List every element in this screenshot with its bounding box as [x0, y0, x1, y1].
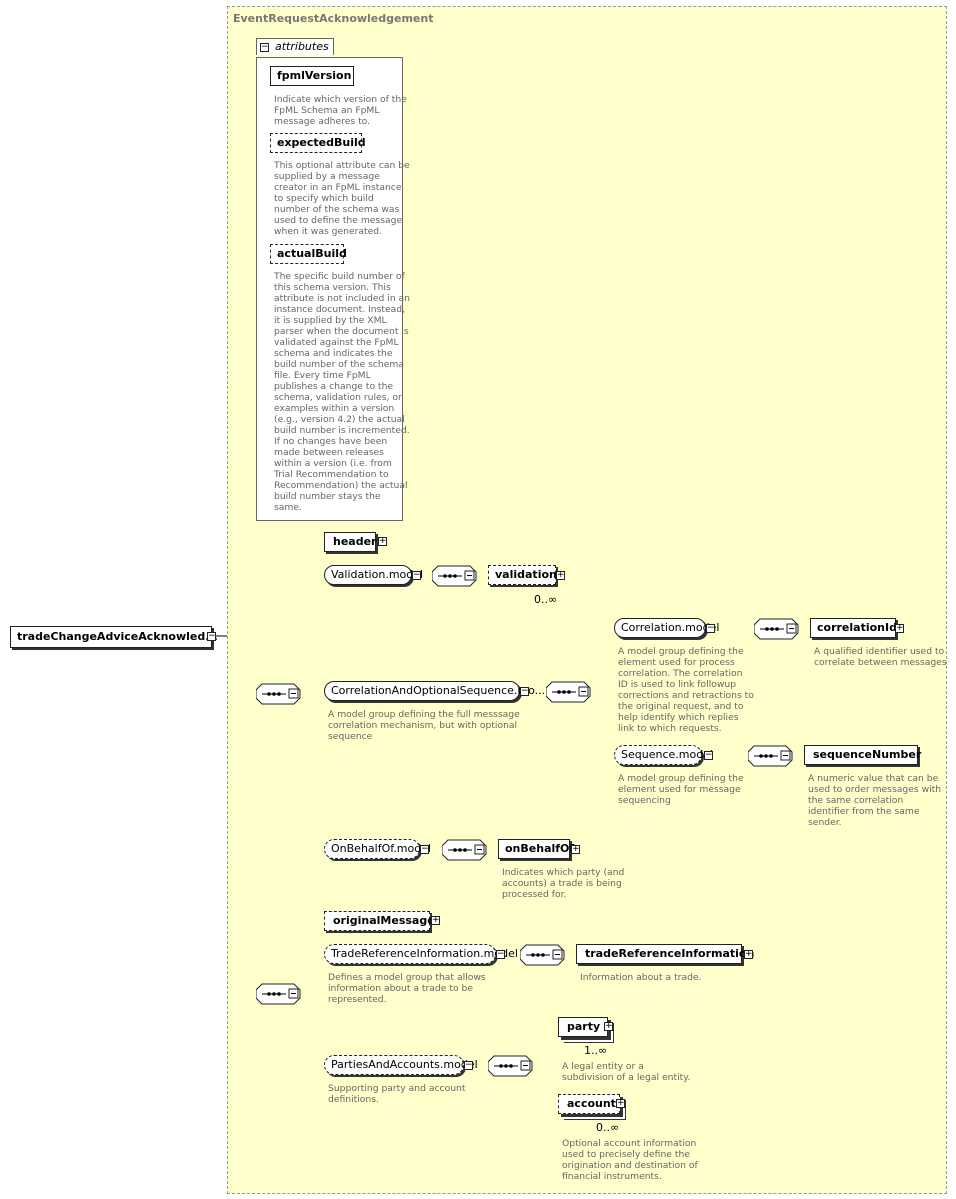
expand-plus-icon[interactable]: +: [378, 536, 387, 546]
attribute-label: expectedBuild: [277, 136, 366, 149]
element-sequencenumber[interactable]: sequenceNumber: [804, 745, 922, 765]
expand-plus-icon[interactable]: +: [571, 844, 580, 854]
sequence-compositor-icon[interactable]: [748, 745, 794, 767]
attribute-label: actualBuild: [277, 247, 347, 260]
party-cardinality: 1..∞: [584, 1044, 608, 1057]
collapse-minus-icon[interactable]: −: [704, 750, 713, 760]
group-label: Correlation.model: [621, 621, 720, 634]
group-trade-reference-information-model[interactable]: TradeReferenceInformation.model: [324, 944, 518, 964]
element-validation[interactable]: validation: [488, 565, 557, 585]
group-correlation-and-optional-sequence[interactable]: CorrelationAndOptionalSequence.mo...: [324, 681, 545, 701]
root-element[interactable]: tradeChangeAdviceAcknowled...: [10, 626, 218, 648]
account-cardinality: 0..∞: [596, 1121, 620, 1134]
sequence-compositor-icon[interactable]: [546, 681, 592, 703]
element-label: originalMessage: [333, 914, 435, 927]
element-party[interactable]: party: [558, 1017, 608, 1037]
attribute-label: fpmlVersion: [277, 69, 352, 82]
sequence-compositor-icon[interactable]: [256, 983, 302, 1005]
attribute-actualbuild[interactable]: actualBuild: [270, 244, 347, 264]
element-originalmessage[interactable]: originalMessage: [324, 911, 435, 931]
group-label: Validation.model: [331, 568, 424, 581]
expand-plus-icon[interactable]: +: [556, 570, 565, 580]
validation-cardinality: 0..∞: [534, 593, 558, 606]
root-element-label: tradeChangeAdviceAcknowled...: [17, 630, 218, 643]
attributes-tab-label: attributes: [275, 40, 329, 53]
sequence-compositor-icon[interactable]: [488, 1055, 534, 1077]
sequence-compositor-icon[interactable]: [754, 618, 800, 640]
expand-plus-icon[interactable]: +: [744, 949, 753, 959]
group-sequence-model[interactable]: Sequence.model: [614, 745, 713, 765]
group-parties-and-accounts-model[interactable]: PartiesAndAccounts.model: [324, 1055, 478, 1075]
attribute-expectedbuild[interactable]: expectedBuild: [270, 133, 366, 153]
element-tradereferenceinformation[interactable]: tradeReferenceInformation: [576, 944, 754, 964]
element-label: party: [567, 1020, 601, 1033]
element-correlationid[interactable]: correlationId: [810, 618, 897, 638]
expand-plus-icon[interactable]: +: [895, 623, 904, 633]
collapse-minus-icon[interactable]: −: [207, 631, 216, 641]
collapse-minus-icon[interactable]: −: [706, 623, 715, 633]
element-label: validation: [495, 568, 557, 581]
group-label: TradeReferenceInformation.model: [331, 947, 518, 960]
complex-type-title: EventRequestAcknowledgement: [233, 12, 434, 25]
collapse-minus-icon[interactable]: −: [420, 844, 429, 854]
element-label: tradeReferenceInformation: [585, 947, 755, 960]
element-account[interactable]: account: [558, 1094, 620, 1114]
element-header[interactable]: header: [324, 532, 376, 552]
group-label: PartiesAndAccounts.model: [331, 1058, 478, 1071]
group-on-behalf-of-model[interactable]: OnBehalfOf.model: [324, 839, 431, 859]
element-label: account: [567, 1097, 616, 1110]
group-label: OnBehalfOf.model: [331, 842, 432, 855]
sequence-compositor-icon[interactable]: [442, 839, 488, 861]
element-description: Information about a trade.: [580, 972, 702, 983]
collapse-minus-icon[interactable]: −: [496, 949, 505, 959]
sequence-compositor-icon[interactable]: [520, 944, 566, 966]
collapse-minus-icon[interactable]: −: [260, 42, 269, 52]
collapse-minus-icon[interactable]: −: [520, 686, 529, 696]
element-label: sequenceNumber: [813, 748, 922, 761]
collapse-minus-icon[interactable]: −: [464, 1060, 473, 1070]
element-onbehalfof[interactable]: onBehalfOf: [498, 839, 574, 859]
sequence-compositor-icon[interactable]: [256, 683, 302, 705]
group-description: A model group defining the full messsage…: [328, 709, 520, 742]
collapse-minus-icon[interactable]: −: [412, 570, 421, 580]
expand-plus-icon[interactable]: +: [431, 915, 440, 925]
group-correlation-model[interactable]: Correlation.model: [614, 618, 719, 638]
element-label: onBehalfOf: [505, 842, 575, 855]
attribute-fpmlversion[interactable]: fpmlVersion: [270, 66, 354, 86]
element-label: correlationId: [817, 621, 897, 634]
group-validation-model[interactable]: Validation.model: [324, 565, 423, 585]
element-label: header: [333, 535, 377, 548]
attributes-tab: attributes: [256, 38, 334, 55]
group-label: Sequence.model: [621, 748, 714, 761]
expand-plus-icon[interactable]: +: [604, 1021, 613, 1031]
sequence-compositor-icon[interactable]: [432, 565, 478, 587]
group-label: CorrelationAndOptionalSequence.mo...: [331, 684, 546, 697]
expand-plus-icon[interactable]: +: [616, 1098, 625, 1108]
